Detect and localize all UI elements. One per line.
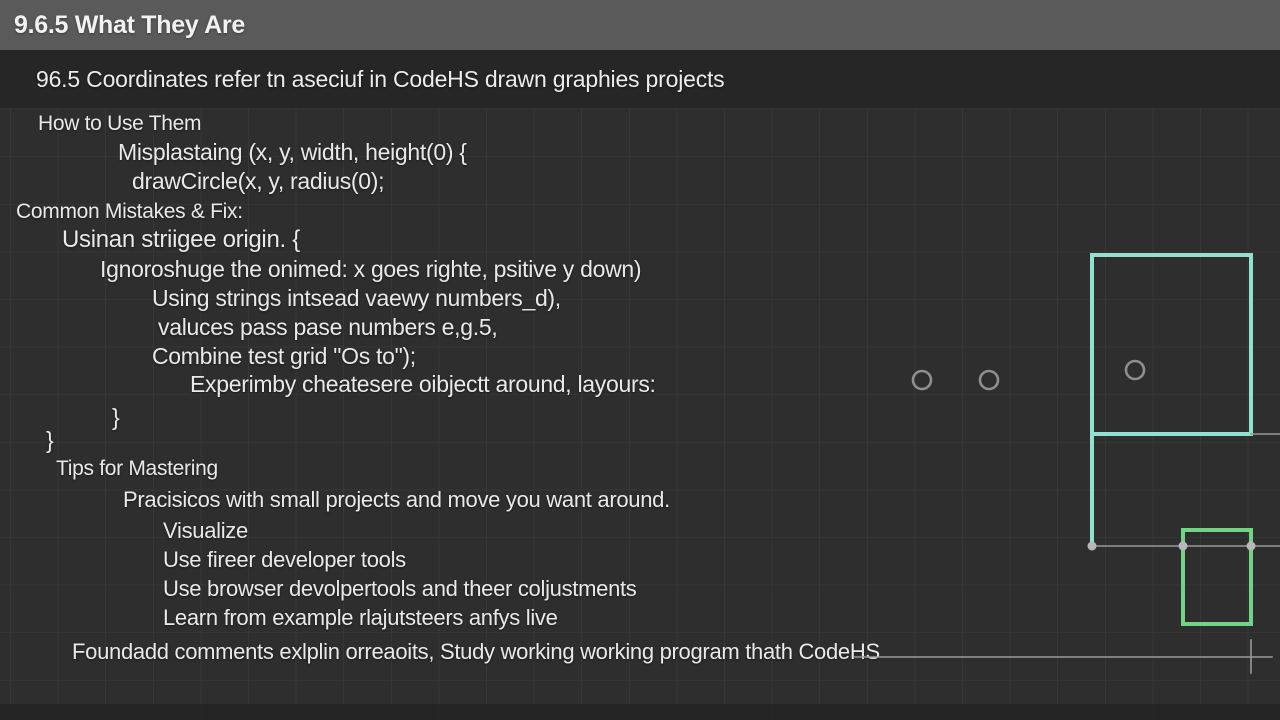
text-line: Visualize: [163, 518, 248, 543]
small-green-rect: [1181, 528, 1253, 626]
text-line: }: [112, 404, 120, 430]
text-line: Foundadd comments exlplin orreaoits, Stu…: [72, 639, 880, 664]
drag-handle-1[interactable]: [1087, 541, 1097, 551]
text-line: Learn from example rlajutsteers anfys li…: [163, 605, 558, 630]
text-line: valuces pass pase numbers e,g.5,: [158, 314, 498, 340]
text-line: How to Use Them: [38, 112, 202, 135]
drag-handle-2[interactable]: [1178, 541, 1188, 551]
circle-marker-3: [1124, 359, 1146, 381]
text-line: Combine test grid "Os to");: [152, 343, 416, 369]
teal-square: [1090, 253, 1253, 436]
subtitle-bar: 96.5 Coordinates refer tn aseciuf in Cod…: [0, 50, 1280, 108]
title-bar: 9.6.5 What They Are: [0, 0, 1280, 50]
text-line: Use browser devolpertools and theer colj…: [163, 576, 637, 601]
circle-marker-1: [911, 369, 933, 391]
bottom-strip: [0, 704, 1280, 720]
text-line: Pracisicos with small projects and move …: [123, 487, 670, 512]
page-subtitle: 96.5 Coordinates refer tn aseciuf in Cod…: [36, 65, 725, 92]
page-title: 9.6.5 What They Are: [14, 10, 245, 39]
text-line: Common Mistakes & Fix:: [16, 200, 243, 223]
text-line: Experimby cheatesere oibjectt around, la…: [190, 371, 656, 397]
text-line: Usinan striigee origin. {: [62, 226, 300, 253]
text-line: Using strings intsead vaewy numbers_d),: [152, 285, 561, 311]
text-line: Misplastaing (x, y, width, height(0) {: [118, 139, 467, 165]
text-line: }: [46, 427, 54, 453]
text-line: drawCircle(x, y, radius(0);: [132, 168, 385, 194]
drag-handle-3[interactable]: [1246, 541, 1256, 551]
text-line: Use fireer developer tools: [163, 547, 406, 572]
circle-marker-2: [978, 369, 1000, 391]
text-line: Tips for Mastering: [56, 457, 218, 480]
text-line: Ignoroshuge the onimed: x goes righte, p…: [100, 256, 642, 282]
